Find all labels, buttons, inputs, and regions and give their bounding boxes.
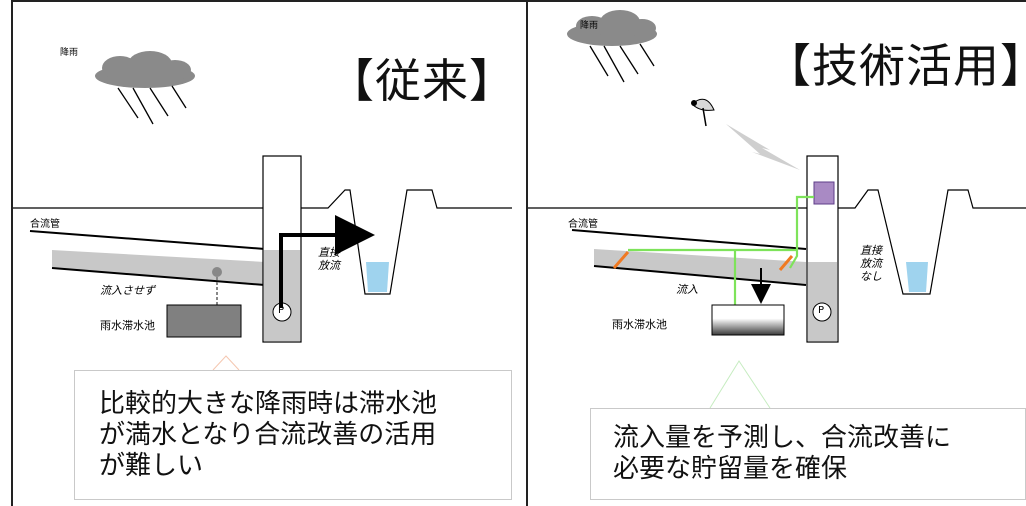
left-no-inflow-label: 流入させず — [100, 284, 155, 297]
top-border — [11, 0, 1026, 2]
right-callout: 流入量を予測し、合流改善に 必要な貯留量を確保 — [590, 408, 1026, 500]
left-direct-discharge-label: 直接 放流 — [318, 246, 340, 272]
left-panel-title: 【従来】 — [328, 54, 516, 108]
right-ground-and-river — [528, 189, 1026, 295]
right-panel-title: 【技術活用】 — [765, 39, 1026, 93]
right-pump-well — [806, 155, 839, 343]
left-callout: 比較的大きな降雨時は滞水池 が満水となり合流改善の活用 が難しい — [74, 370, 512, 500]
right-storage-tank — [711, 304, 785, 336]
signal-bolt-icon — [726, 124, 800, 170]
right-storage-tank-label: 雨水滞水池 — [612, 318, 667, 331]
left-combined-pipe — [29, 230, 266, 286]
right-pump-label: P — [818, 305, 825, 316]
left-border — [11, 0, 13, 506]
right-rain-label: 降雨 — [580, 21, 599, 31]
left-rain-cloud-icon — [95, 51, 195, 125]
right-inflow-label: 流入 — [676, 283, 698, 296]
center-divider — [526, 0, 528, 506]
right-callout-text: 流入量を予測し、合流改善に 必要な貯留量を確保 — [613, 423, 952, 484]
left-blocked-connection — [212, 267, 222, 305]
left-combined-pipe-label: 合流管 — [30, 219, 60, 230]
right-rain-cloud-icon — [567, 10, 657, 83]
left-storage-tank-label: 雨水滞水池 — [100, 319, 155, 332]
right-callout-pointer — [709, 360, 771, 409]
left-pump-label: P — [278, 305, 285, 316]
right-combined-pipe-label: 合流管 — [568, 219, 598, 230]
left-discharge-arrow — [279, 215, 375, 308]
left-callout-text: 比較的大きな降雨時は滞水池 が満水となり合流改善の活用 が難しい — [99, 389, 438, 481]
left-ground-and-river — [13, 189, 512, 295]
left-rain-label: 降雨 — [60, 48, 79, 58]
radar-dish-icon — [691, 98, 715, 127]
left-storage-tank — [166, 304, 242, 338]
left-callout-pointer — [212, 355, 240, 371]
right-no-direct-discharge-label: 直接 放流 なし — [860, 244, 882, 283]
right-combined-pipe — [571, 229, 807, 286]
